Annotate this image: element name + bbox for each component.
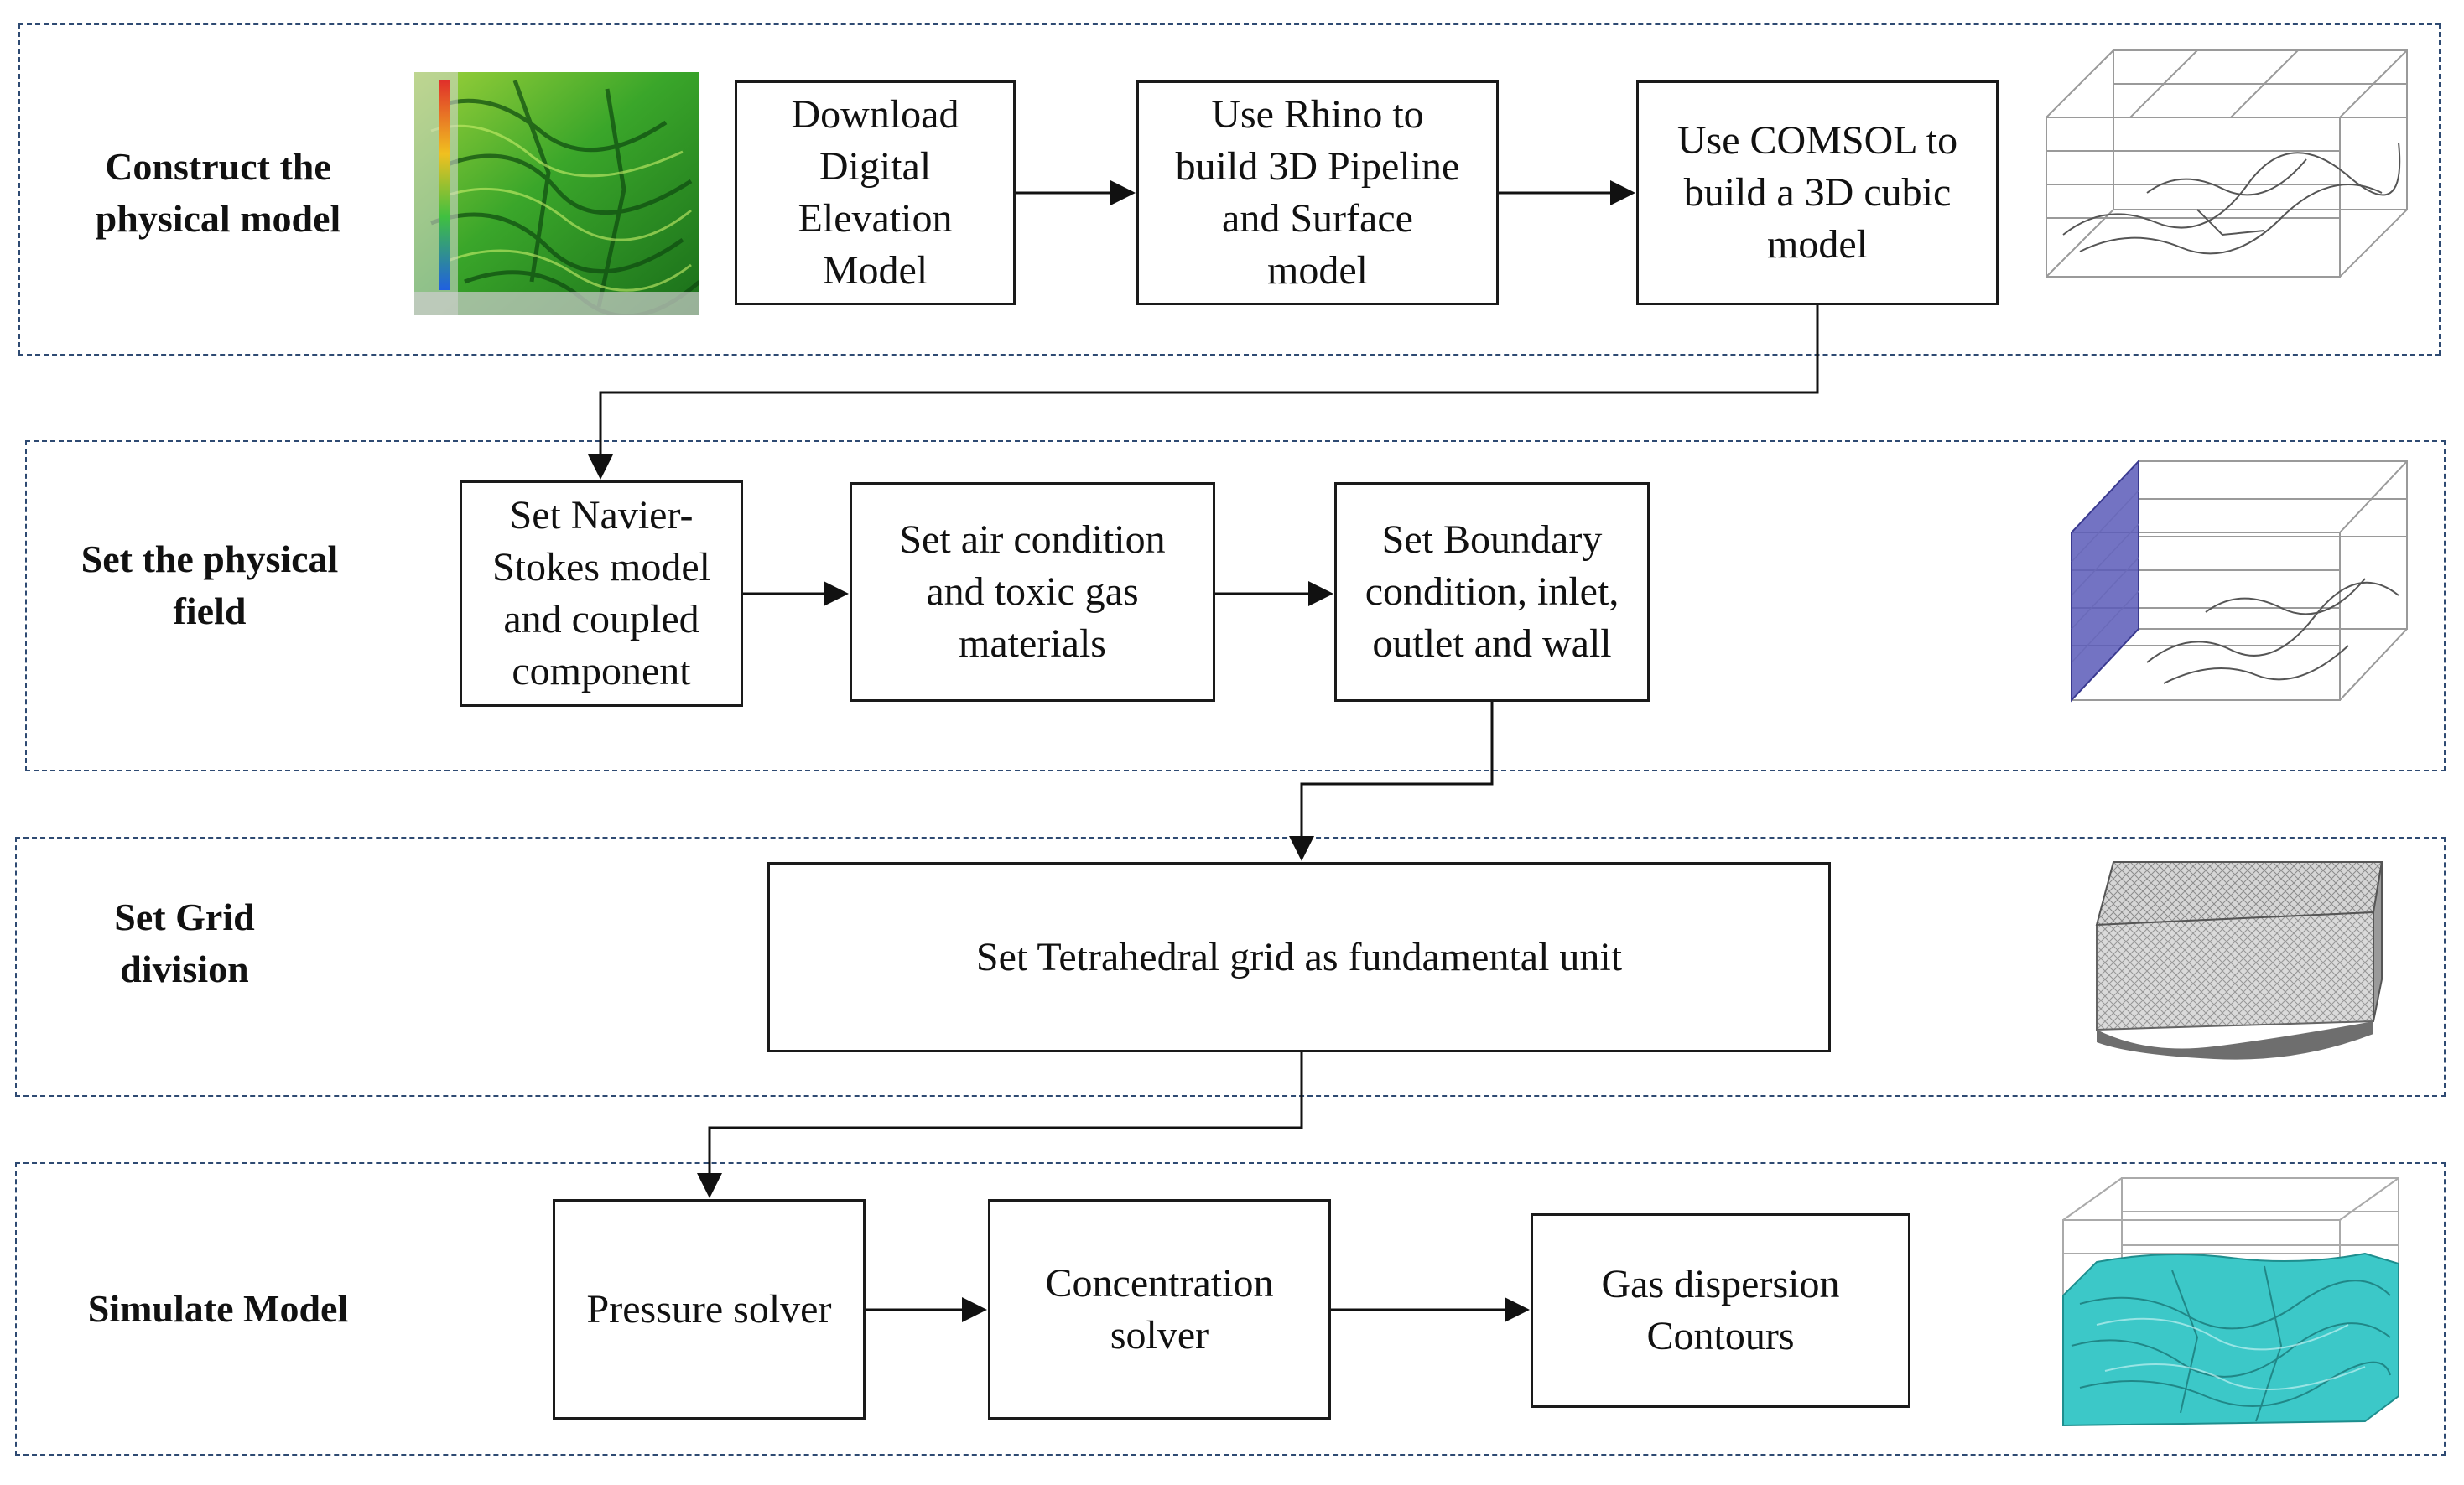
arrow-comsol-to-navier	[588, 305, 1819, 480]
stage-construct-physical-model	[18, 23, 2441, 356]
arrow-boundary-to-grid	[1289, 702, 1494, 861]
box-download-dem: Download Digital Elevation Model	[735, 80, 1016, 305]
box-navier-stokes: Set Navier- Stokes model and coupled com…	[460, 480, 743, 707]
box-air-toxic-gas: Set air condition and toxic gas material…	[850, 482, 1215, 702]
tetrahedral-mesh-block-image	[2095, 861, 2383, 1060]
wireframe-3d-terrain-model-image	[2046, 49, 2408, 278]
box-concentration-solver: Concentration solver	[988, 1199, 1331, 1420]
box-comsol-cubic-model: Use COMSOL to build a 3D cubic model	[1636, 80, 1999, 305]
box-tetrahedral-grid: Set Tetrahedral grid as fundamental unit	[767, 862, 1831, 1052]
box-boundary-condition: Set Boundary condition, inlet, outlet an…	[1334, 482, 1650, 702]
stage-simulate-model	[15, 1162, 2446, 1456]
inlet-plane	[2071, 459, 2139, 703]
stage-title-physical-field: Set the physical field	[81, 537, 339, 632]
dem-elevation-map-image	[414, 72, 699, 315]
stage-title-simulate: Simulate Model	[87, 1287, 349, 1330]
box-rhino-pipeline-surface: Use Rhino to build 3D Pipeline and Surfa…	[1136, 80, 1499, 305]
wireframe-model-with-inlet-plane-image	[2071, 459, 2408, 703]
stage-set-physical-field	[25, 440, 2446, 771]
box-pressure-solver: Pressure solver	[553, 1199, 866, 1420]
gas-dispersion-surface-plot-image	[2062, 1177, 2399, 1427]
box-gas-dispersion-contours: Gas dispersion Contours	[1531, 1213, 1910, 1408]
arrow-grid-to-pressure	[697, 1052, 1303, 1198]
stage-title-grid: Set Grid division	[114, 896, 255, 990]
stage-title-construct: Construct the physical model	[95, 145, 341, 240]
stage-set-grid-division	[15, 837, 2446, 1097]
